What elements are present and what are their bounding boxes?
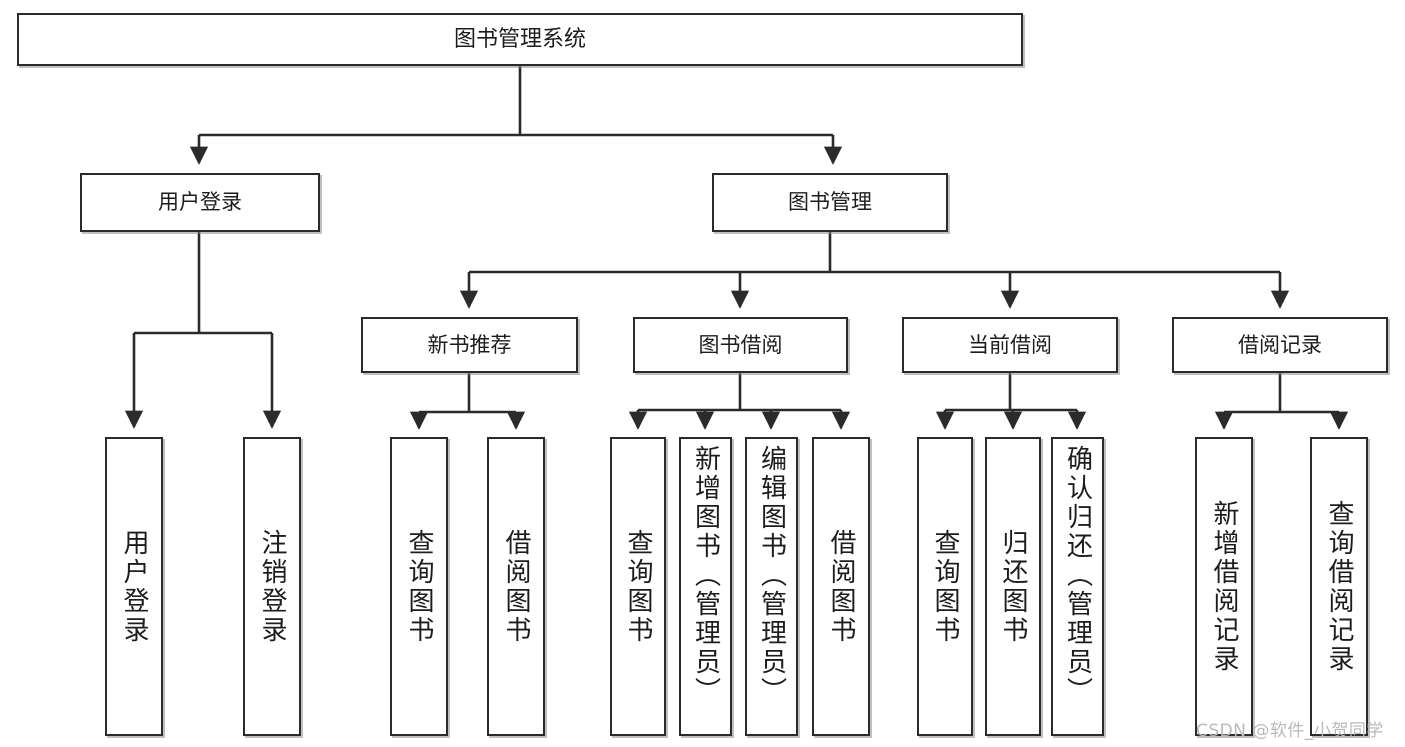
node-label: 查询图书 [623, 528, 653, 645]
node-leaf-query-borrow-record[interactable]: 查询借阅记录 [1310, 437, 1368, 736]
node-new-book-recommend[interactable]: 新书推荐 [361, 317, 578, 373]
node-leaf-edit-book-admin[interactable]: 编辑图书（管理员） [745, 437, 798, 736]
node-book-borrow[interactable]: 图书借阅 [633, 317, 848, 373]
node-label: 图书管理系统 [453, 26, 586, 52]
node-label: 新增借阅记录 [1209, 499, 1239, 674]
node-book-management-system[interactable]: 图书管理系统 [17, 13, 1023, 66]
node-leaf-query-book-1[interactable]: 查询图书 [390, 437, 448, 736]
node-label: 借阅记录 [1238, 332, 1322, 357]
node-leaf-borrow-book-1[interactable]: 借阅图书 [487, 437, 545, 736]
node-label: 查询图书 [404, 528, 434, 645]
node-label: 当前借阅 [968, 332, 1052, 357]
node-leaf-logout[interactable]: 注销登录 [243, 437, 301, 736]
node-leaf-add-borrow-record[interactable]: 新增借阅记录 [1195, 437, 1253, 736]
node-label: 新增图书（管理员） [690, 445, 721, 706]
node-label: 确认归还（管理员） [1062, 445, 1093, 706]
csdn-watermark: CSDN @软件_小贺同学 [1196, 721, 1384, 741]
node-label: 查询借阅记录 [1324, 499, 1354, 674]
node-leaf-user-login[interactable]: 用户登录 [105, 437, 163, 736]
node-current-borrow[interactable]: 当前借阅 [902, 317, 1118, 373]
node-leaf-borrow-book-2[interactable]: 借阅图书 [812, 437, 870, 736]
node-leaf-add-book-admin[interactable]: 新增图书（管理员） [679, 437, 732, 736]
node-label: 注销登录 [257, 528, 287, 645]
node-label: 用户登录 [119, 528, 149, 645]
node-leaf-return-book[interactable]: 归还图书 [985, 437, 1041, 736]
node-leaf-confirm-return-admin[interactable]: 确认归还（管理员） [1051, 437, 1104, 736]
node-label: 新书推荐 [427, 332, 512, 357]
node-label: 归还图书 [998, 528, 1028, 645]
node-borrow-record[interactable]: 借阅记录 [1172, 317, 1388, 373]
node-label: 查询图书 [930, 528, 960, 645]
node-leaf-query-book-3[interactable]: 查询图书 [917, 437, 973, 736]
node-label: 图书管理 [788, 190, 872, 215]
node-book-manage[interactable]: 图书管理 [712, 173, 948, 232]
node-label: 图书借阅 [698, 332, 783, 357]
node-label: 借阅图书 [826, 528, 856, 645]
node-label: 用户登录 [158, 190, 242, 215]
node-label: 编辑图书（管理员） [756, 445, 787, 706]
node-user-login[interactable]: 用户登录 [80, 173, 320, 232]
node-label: 借阅图书 [501, 528, 531, 645]
node-leaf-query-book-2[interactable]: 查询图书 [610, 437, 666, 736]
